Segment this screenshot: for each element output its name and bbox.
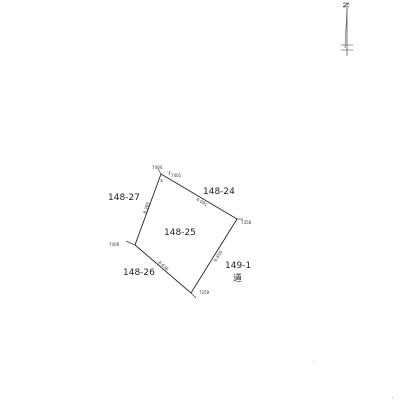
edge-length-left: 8.385	[142, 201, 151, 214]
point-label-top-inner: 7401	[171, 173, 182, 178]
lot-label-148-24: 148-24	[203, 187, 235, 197]
lot-label-subject: 148-25	[164, 228, 196, 238]
point-label-top-outer: 7404	[152, 165, 163, 170]
boundary-extensions	[125, 168, 243, 299]
point-label-bottom: 7359	[199, 290, 210, 295]
lot-label-148-26: 148-26	[123, 268, 155, 278]
edge-length-bottom: 8.636	[157, 260, 170, 272]
north-arrow-icon: N	[341, 2, 353, 56]
point-label-left: 7406	[109, 242, 120, 247]
scan-specks	[313, 361, 393, 398]
point-label-right: 7358	[241, 220, 252, 225]
north-label: N	[341, 2, 350, 8]
lot-label-149-1: 149-1	[225, 261, 251, 271]
edge-length-right: 8.450	[213, 249, 224, 262]
svg-text:①: ①	[160, 178, 164, 183]
corner-mark: ①	[160, 178, 164, 183]
lot-label-148-27: 148-27	[108, 193, 140, 203]
edge-length-top: 6.091	[195, 197, 208, 208]
road-label: 道	[233, 272, 242, 284]
